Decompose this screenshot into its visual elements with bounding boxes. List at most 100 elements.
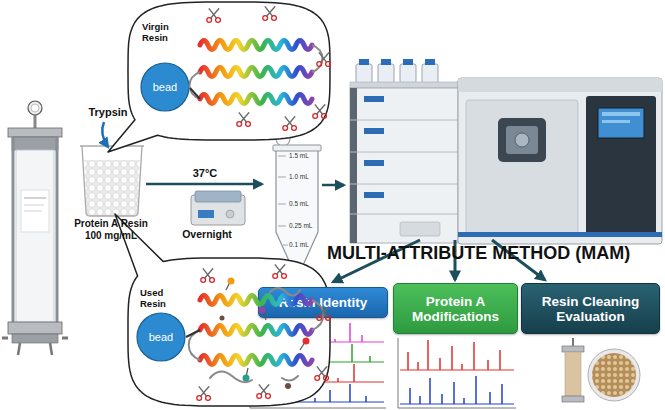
lc-ms-instrument [378,64,394,83]
lc-ms-instrument [598,108,644,138]
scissors-icon [207,9,221,23]
scissors-icon [237,113,251,127]
lc-ms-instrument [498,118,546,162]
lc-ms-instrument [602,112,640,116]
resin-beaker [84,160,140,216]
scissors-icon [273,265,287,279]
chromatography-column [2,101,68,355]
scissors-icon [317,307,331,321]
chromatography-column [12,137,15,334]
chromatogram [398,338,399,408]
resin-beaker [82,146,142,216]
resin-beaker [80,146,144,216]
lc-ms-instrument [403,59,413,65]
chromatography-column [16,150,54,322]
used-protein-a-helix [186,278,323,390]
eppendorf-tube [278,226,286,227]
eppendorf-tube [276,150,318,274]
lc-ms-instrument [364,128,384,134]
protein-a-helix [200,68,312,77]
lc-ms-instrument [458,78,662,244]
speech-bubble: Virgin Resin bead [128,2,330,140]
result-box: Resin Cleaning Evaluation [521,283,660,334]
chromatography-column [24,205,44,206]
bubble-heading: Used Resin [140,288,184,310]
resin-bead: bead [140,62,190,112]
protein-a-helix [190,88,200,99]
used-protein-a-helix [243,375,250,382]
cleaning-photo [562,346,584,352]
cleaning-photo [562,396,584,402]
chromatogram [250,408,386,409]
used-protein-a-helix [259,307,266,314]
cleaning-photo [562,338,640,402]
thermomixer [198,210,214,218]
lc-ms-instrument [425,59,435,65]
used-protein-a-helix [200,356,312,365]
scissors-icon [197,265,331,401]
chromatography-column [18,343,20,355]
cleaning-photo [572,338,574,346]
thermomixer [226,210,234,218]
chromatography-column [8,128,62,137]
protein-a-helix [190,45,323,99]
box-label: Resin Cleaning Evaluation [522,284,659,333]
lc-ms-instrument [350,120,458,121]
lc-ms-instrument [586,96,656,236]
chromatography-column [2,337,8,340]
used-protein-a-helix [228,278,235,285]
protein-a-helix [200,41,312,50]
scissors-icon [257,385,271,399]
lc-ms-instrument [364,192,384,198]
chromatogram [400,340,514,370]
thermomixer [191,191,245,225]
cleaning-photo [565,352,581,396]
result-box: Protein A Modifications [393,283,518,334]
chromatography-column [8,322,62,334]
scissors-icon [283,117,297,131]
scissors-icon [197,387,211,401]
chromatogram [398,408,516,409]
lc-ms-instrument [359,59,369,65]
chromatography-column [12,334,58,343]
box-label: Resin Identity [259,288,387,317]
bead-outline [141,63,189,111]
eppendorf-tube [273,132,321,274]
lc-ms-instrument [350,88,458,243]
lc-ms-instrument [381,59,391,65]
volume-mark: 1.5 mL [289,152,309,159]
speech-bubble: Used Resinbead [128,258,330,406]
chromatography-column [21,190,49,232]
lc-ms-instrument [356,64,372,83]
used-protein-a-helix [226,282,305,377]
scissors-icon [315,367,329,381]
bubble-heading: Virgin Resin [142,22,186,44]
lc-ms-instrument [466,100,578,234]
lc-ms-instrument [350,214,458,215]
chromatography-column [56,137,59,334]
lc-ms-instrument [515,133,529,147]
volume-mark: 0.1 mL [289,241,309,248]
chromatogram [400,376,514,404]
bubble-outline [108,2,330,152]
lc-ms-instrument [364,96,384,102]
eppendorf-tube [278,177,286,178]
bead-label: bead [140,62,190,112]
process-arrow [146,183,262,186]
scissors-icon [313,105,327,119]
lc-ms-instrument [422,64,438,83]
lc-ms-instrument [506,126,538,154]
lc-ms-instrument [350,88,357,243]
volume-mark: 1.0 mL [289,173,309,180]
result-box: Resin Identity [258,287,388,318]
thermomixer [195,191,241,202]
output-arrow [333,240,420,282]
used-protein-a-helix [200,326,312,335]
volume-mark: 0.25 mL [289,222,313,229]
lc-ms-instrument [400,64,416,83]
used-protein-a-helix [220,316,225,321]
process-arrow [322,184,344,187]
protein-a-helix [200,95,312,104]
